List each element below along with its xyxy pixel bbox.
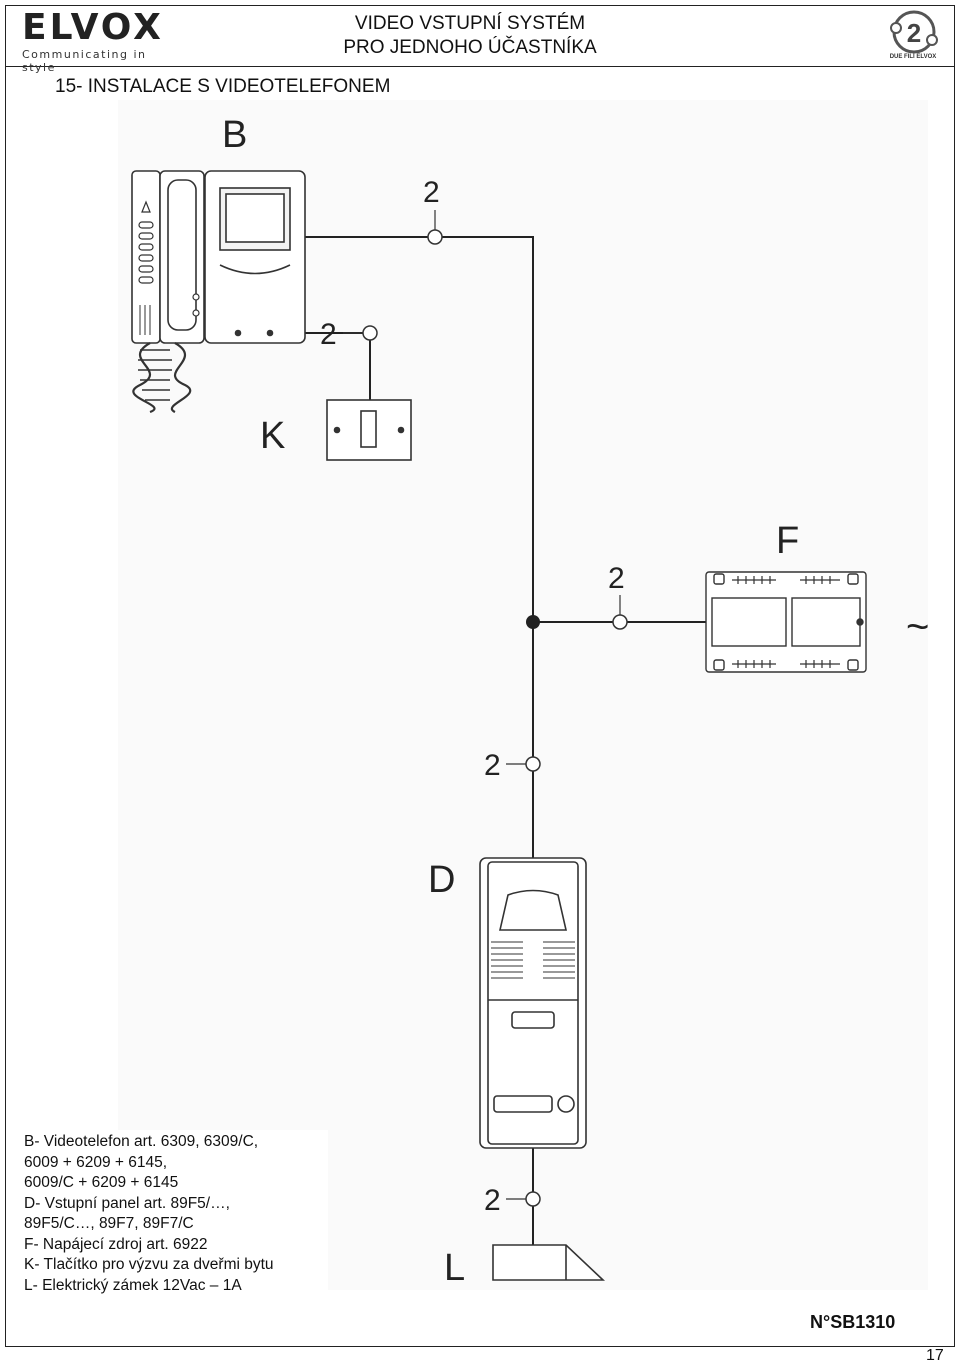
label-videophone: B <box>222 114 247 156</box>
logo-tagline: Communicating in style <box>22 48 147 74</box>
ac-symbol: ~ <box>906 605 929 649</box>
door-panel-icon <box>479 857 587 1149</box>
legend-line: 6009 + 6209 + 6145, <box>24 1153 168 1171</box>
component-legend: B- Videotelefon art. 6309, 6309/C, 6009 … <box>24 1130 328 1298</box>
wire-count-label: 2 <box>484 749 501 782</box>
wire-marker-k: 2 <box>320 318 378 351</box>
label-call-button: K <box>260 415 285 457</box>
wire-count-label: 2 <box>484 1184 501 1217</box>
videophone-icon <box>131 170 306 414</box>
wire-marker-d: 2 <box>484 749 541 782</box>
wire-count-label: 2 <box>608 562 625 595</box>
header-divider <box>5 66 955 67</box>
legend-line: F- Napájecí zdroj art. 6922 <box>24 1235 208 1253</box>
header-title-line2: PRO JEDNOHO ÚČASTNÍKA <box>343 37 597 58</box>
section-title: 15- INSTALACE S VIDEOTELEFONEM <box>55 76 391 97</box>
wire-junction-dot <box>526 615 540 629</box>
badge-caption: DUE FILI ELVOX <box>889 54 937 60</box>
power-supply-icon <box>705 571 867 673</box>
badge-digit: 2 <box>907 18 921 48</box>
wire-marker-l: 2 <box>484 1184 541 1217</box>
document-code: N°SB1310 <box>810 1312 896 1332</box>
page-frame <box>5 5 955 1347</box>
page-header-title: VIDEO VSTUPNÍ SYSTÉM PRO JEDNOHO ÚČASTNÍ… <box>300 12 640 60</box>
header-title-line1: VIDEO VSTUPNÍ SYSTÉM <box>354 13 586 34</box>
wire-marker-b: 2 <box>423 176 443 245</box>
legend-line: B- Videotelefon art. 6309, 6309/C, <box>24 1133 259 1150</box>
wire-main-bus <box>303 236 534 1150</box>
elvox-logo: ELVOX Communicating in style <box>22 7 182 75</box>
wire-count-label: 2 <box>320 318 337 351</box>
logo-wordmark: ELVOX <box>22 7 164 48</box>
page-number: 17 <box>926 1347 944 1364</box>
call-button-icon <box>326 399 412 461</box>
legend-line: K- Tlačítko pro výzvu za dveřmi bytu <box>24 1256 274 1273</box>
label-lock: L <box>444 1247 465 1289</box>
label-power-supply: F <box>776 520 799 562</box>
due-fili-badge-icon: 2 <box>890 10 938 54</box>
legend-line: 89F5/C…, 89F7, 89F7/C <box>24 1215 194 1232</box>
legend-line: D- Vstupní panel art. 89F5/…, <box>24 1194 230 1212</box>
label-door-panel: D <box>428 859 455 901</box>
electric-lock-icon <box>492 1244 606 1281</box>
wire-count-label: 2 <box>423 176 440 209</box>
legend-line: 6009/C + 6209 + 6145 <box>24 1174 179 1191</box>
wire-marker-f: 2 <box>608 562 628 630</box>
legend-line: L- Elektrický zámek 12Vac – 1A <box>24 1276 242 1294</box>
